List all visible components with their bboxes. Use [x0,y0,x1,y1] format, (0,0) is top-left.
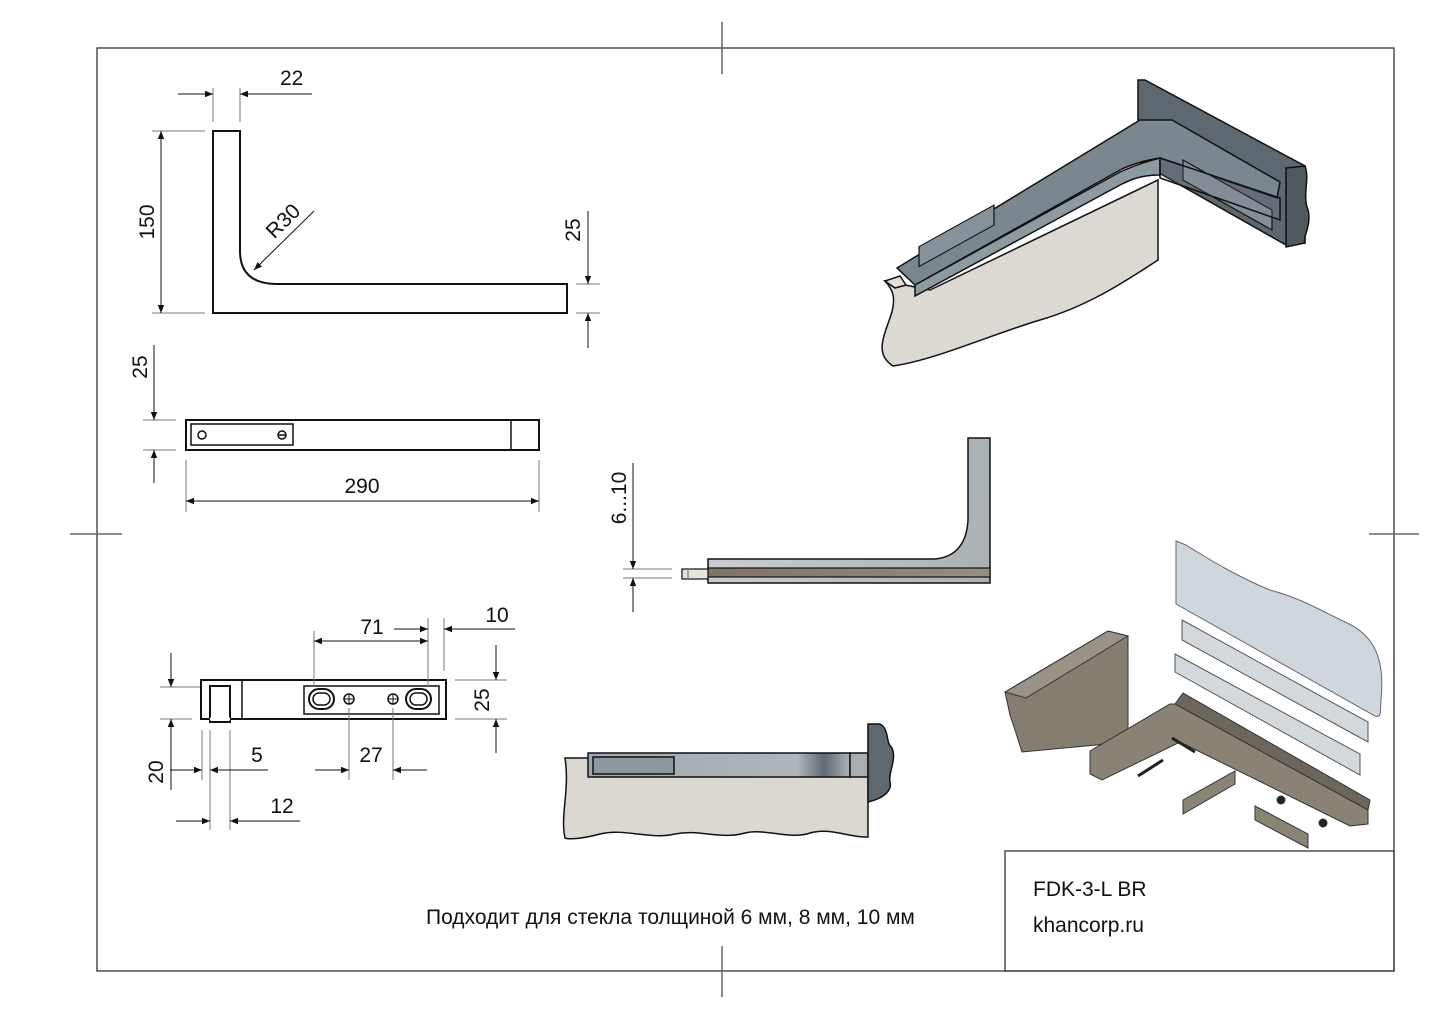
dim-12: 12 [270,795,293,818]
dim-25-bottom: 25 [471,688,494,711]
dim-25-top: 25 [129,355,152,378]
dim-150: 150 [136,204,159,239]
dim-27: 27 [359,744,382,767]
glass-section-view [623,437,991,612]
front-profile-view [152,88,600,348]
iso-installed-view [881,79,1310,367]
dim-71: 71 [360,616,383,639]
dim-glass-range: 6...10 [608,472,631,525]
dim-25-profile: 25 [562,218,585,241]
product-code: FDK-3-L BR [1033,878,1147,901]
dim-5: 5 [251,744,263,767]
exploded-view [1003,540,1383,849]
bottom-view [160,618,515,830]
dim-10: 10 [485,604,508,627]
side-installed-view [562,723,895,840]
website: khancorp.ru [1033,914,1144,937]
title-block [1004,850,1395,972]
dim-r30: R30 [262,200,306,244]
glass-thickness-note: Подходит для стекла толщиной 6 мм, 8 мм,… [426,906,915,929]
top-view [143,345,540,512]
dim-22: 22 [280,67,303,90]
dim-20: 20 [145,760,168,783]
dim-290: 290 [344,475,379,498]
page-frame [70,22,1419,997]
